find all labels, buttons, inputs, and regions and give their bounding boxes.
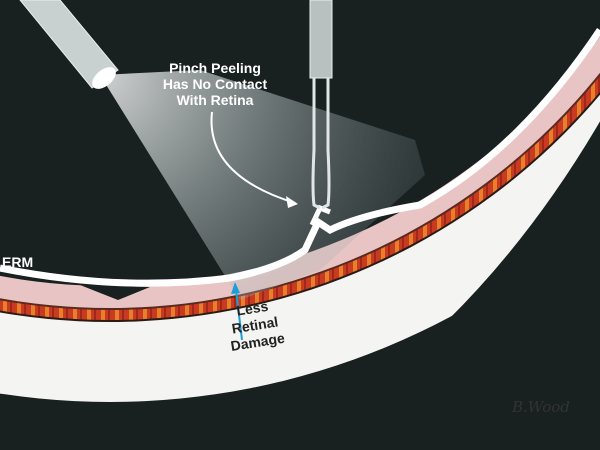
label-line: Has No Contact: [162, 76, 268, 92]
label-line: Pinch Peeling: [169, 60, 261, 76]
curved-arrow: [210, 111, 296, 204]
erm-membrane: [0, 28, 600, 287]
light-pipe: [19, 0, 119, 89]
retinal-fold: [80, 285, 150, 300]
curved-arrowhead: [286, 196, 298, 208]
blue-arrowhead: [231, 282, 240, 294]
forceps: [309, 0, 333, 210]
light-beam: [100, 70, 425, 300]
pinch-peeling-label: Pinch Peeling Has No Contact With Retina: [140, 60, 290, 108]
erm-label: ERM: [2, 254, 34, 270]
artist-signature: B.Wood: [512, 398, 570, 416]
outer-background: [273, 121, 600, 450]
blue-arrow: [235, 289, 243, 341]
label-line: With Retina: [176, 92, 254, 108]
